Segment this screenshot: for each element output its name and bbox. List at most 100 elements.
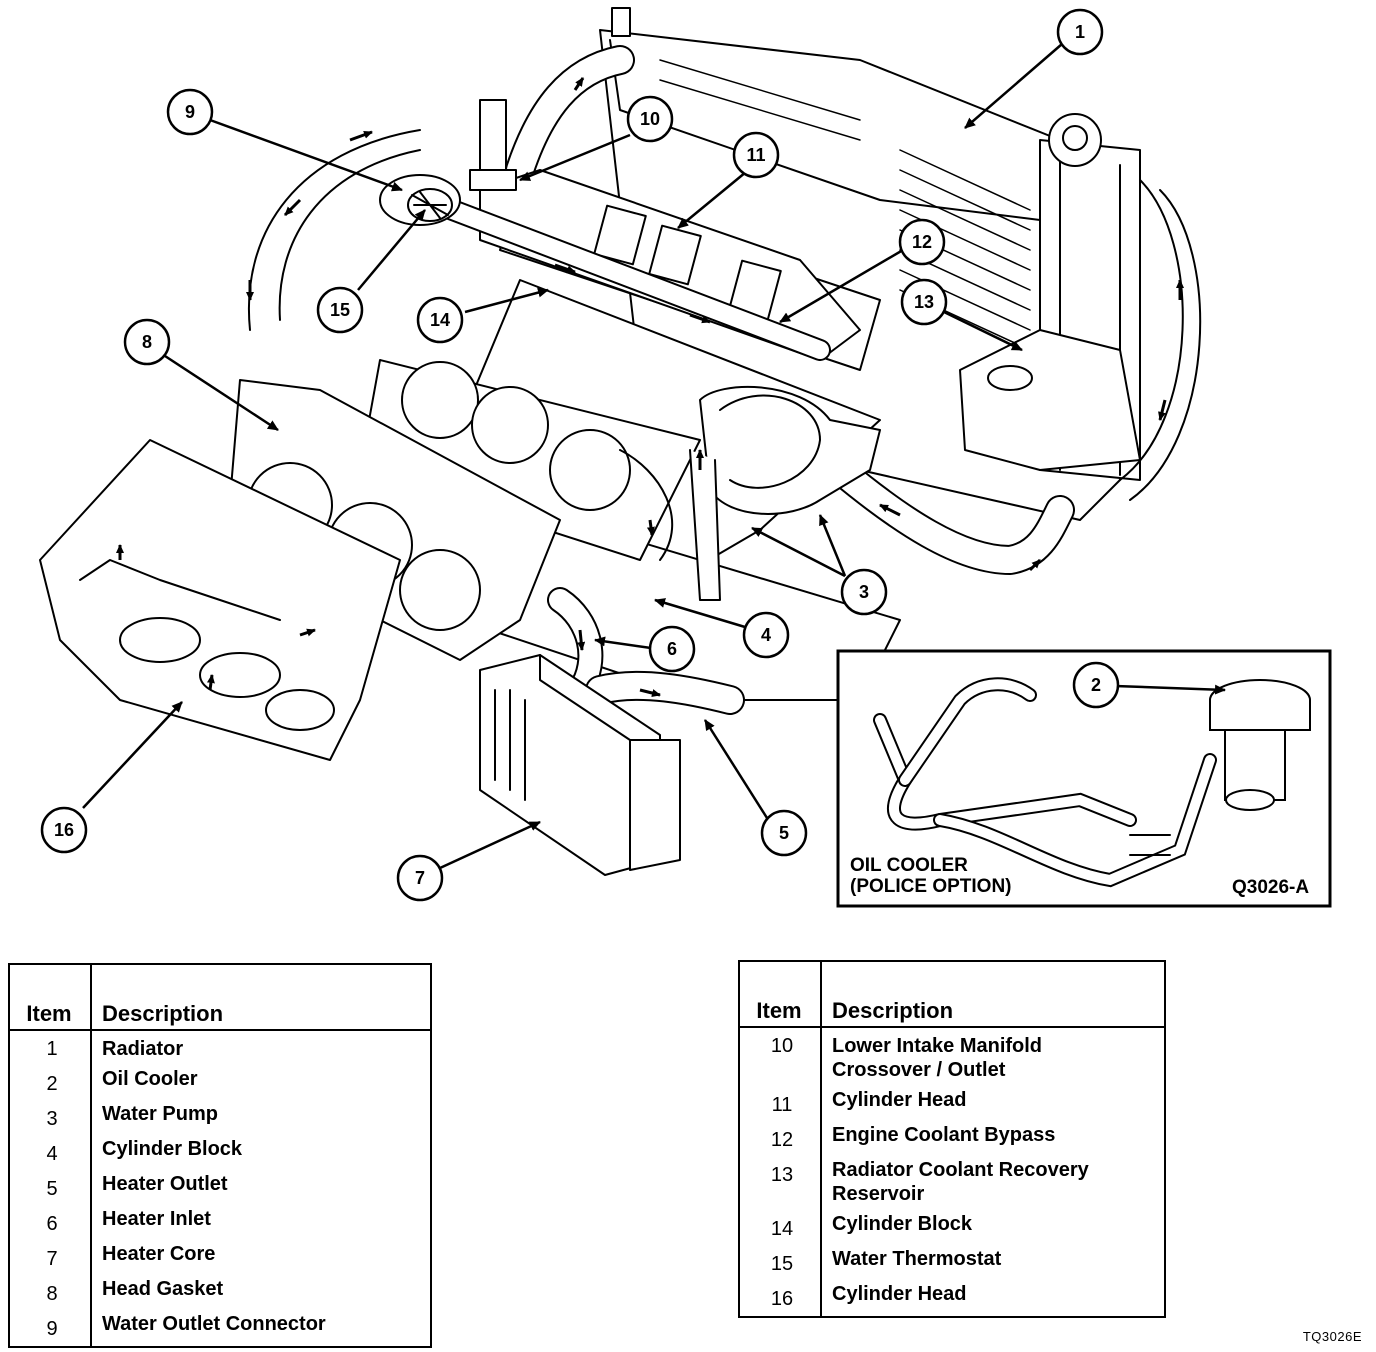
legend-item-description: Heater Outlet [102,1173,228,1195]
legend-item-number: 4 [9,1136,92,1171]
callout-1: 1 [1056,8,1104,56]
legend-item-description: Radiator [102,1038,184,1060]
callout-8: 8 [123,318,171,366]
callouts: 1 2 3 4 5 6 7 8 9 10 11 12 13 14 15 16 [40,8,1120,902]
legend-item-number: 8 [9,1276,92,1311]
legend-item-number: 15 [739,1246,822,1281]
coolant-recovery-reservoir [959,329,1141,471]
svg-text:15: 15 [330,300,350,320]
legend-row: 11 Cylinder Head [739,1087,1165,1122]
legend-row: 4 Cylinder Block [9,1136,431,1171]
svg-text:8: 8 [142,332,152,352]
svg-text:16: 16 [54,820,74,840]
legend-item-number: 16 [739,1281,822,1317]
legend-item-number: 12 [739,1122,822,1157]
svg-text:2: 2 [1091,675,1101,695]
callout-4: 4 [742,611,790,659]
figure-code: TQ3026E [1302,1329,1362,1344]
legend-item-description: Oil Cooler [102,1068,198,1090]
legend-row: 5 Heater Outlet [9,1171,431,1206]
inset-title-line2: (POLICE OPTION) [850,876,1012,897]
svg-text:5: 5 [779,823,789,843]
legend-item-number: 2 [9,1066,92,1101]
legend-item-number: 3 [9,1101,92,1136]
callout-10: 10 [626,95,674,143]
legend-item-number: 13 [739,1157,822,1211]
svg-text:10: 10 [640,109,660,129]
legend-row: 3 Water Pump [9,1101,431,1136]
legend-table-left: Item Description 1 Radiator 2 Oil Cooler 3… [8,963,432,1348]
svg-text:1: 1 [1075,22,1085,42]
svg-text:4: 4 [761,625,771,645]
callout-15: 15 [316,286,364,334]
legend-item-description: Cylinder Head [832,1089,967,1111]
cooling-system-diagram: OIL COOLER (POLICE OPTION) Q3026-A 1 2 3… [39,7,1332,908]
column-header-description: Description [91,964,431,1031]
legend-item-description: Cylinder Block [102,1138,243,1160]
legend-header-row: Item Description [739,961,1165,1028]
callout-6: 6 [648,625,696,673]
svg-text:11: 11 [746,145,765,165]
legend-item-number: 14 [739,1211,822,1246]
column-header-item: Item [739,961,822,1028]
legend-item-description: Head Gasket [102,1278,224,1300]
water-pump [689,385,881,601]
inset-title-line1: OIL COOLER [850,855,968,876]
legend-row: 12 Engine Coolant Bypass [739,1122,1165,1157]
svg-text:14: 14 [430,310,450,330]
callout-11: 11 [732,131,780,179]
legend-row: 15 Water Thermostat [739,1246,1165,1281]
legend-item-description: Engine Coolant Bypass [832,1124,1056,1146]
legend-item-number: 5 [9,1171,92,1206]
legend-item-number: 1 [9,1030,92,1066]
legend-item-description: Heater Inlet [102,1208,211,1230]
callout-9: 9 [166,88,214,136]
svg-text:3: 3 [859,582,869,602]
description-line-2: Crossover / Outlet [832,1059,1006,1081]
legend-item-description: Water Thermostat [832,1248,1002,1270]
cylinder-head-rear [479,169,881,371]
description-line-1: Lower Intake Manifold [832,1035,1043,1057]
heater-core [479,654,681,876]
leader-lines [82,43,1226,870]
callout-5: 5 [760,809,808,857]
svg-text:9: 9 [185,102,195,122]
callout-13: 13 [900,278,948,326]
callout-14: 14 [416,296,464,344]
legend-row: 1 Radiator [9,1030,431,1066]
cylinder-block-gasket [359,359,701,561]
legend-item-description: Cylinder Head [832,1283,967,1305]
description-line-2: Reservoir [832,1183,925,1205]
coolant-flow-arrows [116,77,1184,697]
callout-16: 16 [40,806,88,854]
legend-row: 8 Head Gasket [9,1276,431,1311]
svg-text:6: 6 [667,639,677,659]
cylinder-head-front [39,439,401,761]
callout-2: 2 [1072,661,1120,709]
legend-item-description: Water Pump [102,1103,218,1125]
svg-text:12: 12 [912,232,932,252]
description-line-1: Radiator Coolant Recovery [832,1159,1089,1181]
legend-item-description: Heater Core [102,1243,216,1265]
column-header-description: Description [821,961,1165,1028]
svg-text:7: 7 [415,868,425,888]
legend-item-description: Water Outlet Connector [102,1313,326,1335]
legend-item-number: 11 [739,1087,822,1122]
legend-row: 2 Oil Cooler [9,1066,431,1101]
callout-12: 12 [898,218,946,266]
legend-row: 16 Cylinder Head [739,1281,1165,1317]
legend-header-row: Item Description [9,964,431,1031]
legend-item-number: 10 [739,1027,822,1087]
callout-3: 3 [840,568,888,616]
column-header-item: Item [9,964,92,1031]
svg-text:13: 13 [914,292,934,312]
